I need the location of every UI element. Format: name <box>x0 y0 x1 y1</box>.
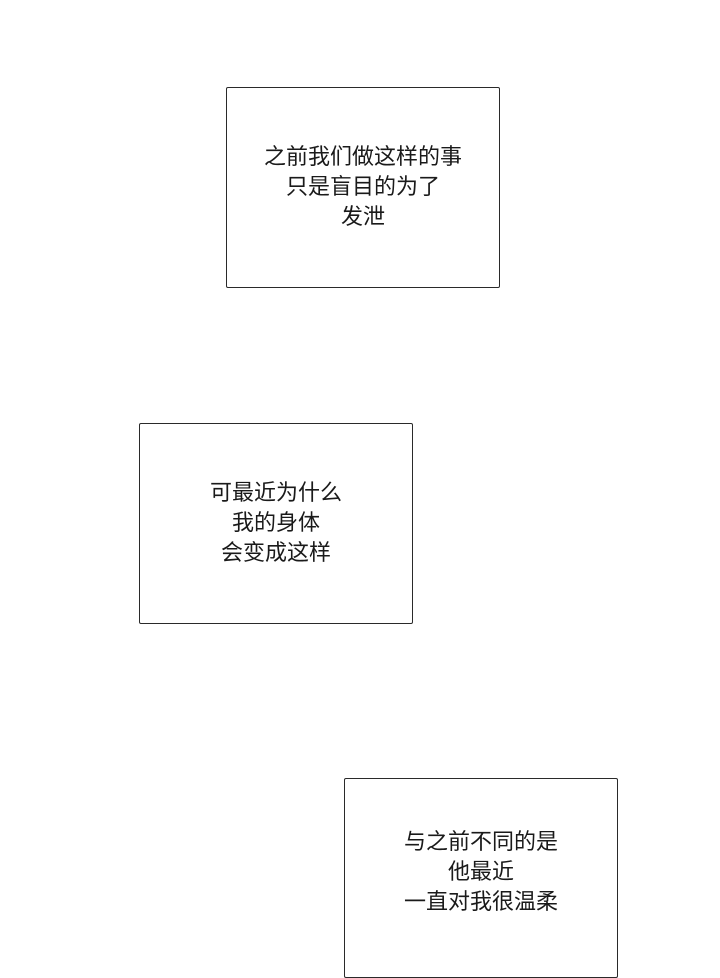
caption-text: 可最近为什么 我的身体 会变成这样 <box>210 479 342 569</box>
caption-line: 可最近为什么 <box>209 480 342 506</box>
caption-line: 只是盲目的为了 <box>285 174 440 200</box>
caption-line: 会变成这样 <box>220 540 331 566</box>
caption-text: 之前我们做这样的事 只是盲目的为了 发泄 <box>264 143 462 233</box>
caption-box-2: 可最近为什么 我的身体 会变成这样 <box>139 423 413 624</box>
caption-line: 之前我们做这样的事 <box>263 144 462 170</box>
caption-box-3: 与之前不同的是 他最近 一直对我很温柔 <box>344 778 618 978</box>
caption-line: 与之前不同的是 <box>403 830 558 855</box>
caption-line: 发泄 <box>340 204 385 230</box>
caption-box-1: 之前我们做这样的事 只是盲目的为了 发泄 <box>226 87 500 288</box>
caption-text: 与之前不同的是 他最近 一直对我很温柔 <box>404 828 558 918</box>
caption-line: 一直对我很温柔 <box>403 890 558 915</box>
caption-line: 他最近 <box>447 860 514 885</box>
caption-line: 我的身体 <box>231 510 320 536</box>
